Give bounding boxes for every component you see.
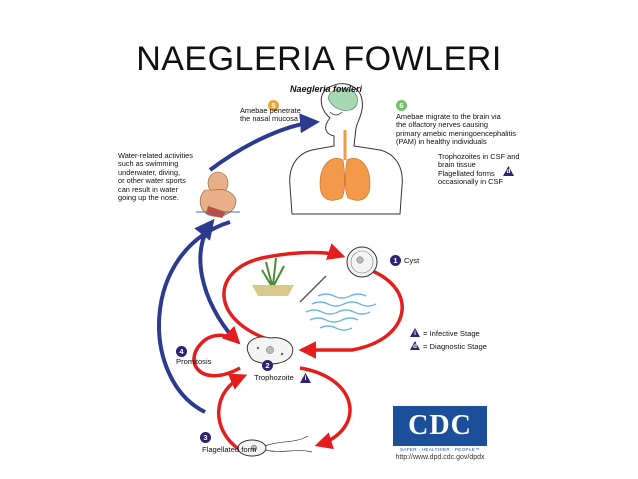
diagnostic-triangle-letter: d	[413, 343, 417, 350]
brain-icon	[327, 88, 358, 111]
label-step-5: Amebae penetrate the nasal mucosa	[240, 106, 301, 124]
diagnostic-stage-icon	[410, 166, 514, 350]
label-csf: Trophozoites in CSF and brain tissue Fla…	[438, 152, 520, 187]
loop-cyst-right	[298, 268, 404, 359]
label-step-6: Amebae migrate to the brain via the olfa…	[396, 112, 516, 147]
step-2-badge: 2	[262, 360, 273, 371]
label-trophozoite: Trophozoite	[254, 373, 294, 382]
arrow-trophozoite-to-water	[194, 218, 237, 342]
slide-title: NAEGLERIA FOWLERI	[136, 40, 502, 78]
label-diagnostic-stage: = Diagnostic Stage	[423, 342, 487, 351]
loop-flagellated-lower	[216, 373, 248, 452]
loop-cyst-upper	[222, 243, 346, 342]
label-promitosis: Promitosis	[176, 357, 212, 366]
loop-flagellated-upper	[299, 366, 352, 450]
cdc-url: http://www.dpd.cdc.gov/dpdx	[395, 454, 485, 461]
diver-figure-icon	[196, 171, 240, 218]
loop-promitosis	[192, 325, 241, 378]
human-figure-icon	[289, 83, 403, 215]
cdc-tagline: SAFER · HEALTHIER · PEOPLE™	[400, 447, 480, 452]
plant-icon	[252, 257, 294, 296]
step-1-badge: 1	[390, 255, 401, 266]
label-infective-stage: = Infective Stage	[423, 329, 480, 338]
infective-triangle-letter: i	[414, 330, 416, 337]
water-waves-icon	[305, 293, 377, 331]
diagram-heading: Naegleria fowleri	[290, 84, 363, 94]
step-5-badge: 5	[268, 100, 279, 111]
trophozoite-icon	[246, 336, 294, 365]
label-water-activities: Water-related activities such as swimmin…	[118, 151, 193, 203]
infective-stage-icon	[300, 328, 420, 383]
lungs-icon	[319, 158, 346, 201]
cdc-logo: CDC	[393, 406, 487, 446]
csf-triangle-letter: d	[506, 168, 511, 175]
label-flagellated-form: Flagellated form	[202, 445, 257, 454]
trophozoite-triangle-letter: i	[304, 375, 307, 382]
flagellated-form-icon	[237, 435, 313, 457]
step-3-badge: 3	[200, 432, 211, 443]
cyst-icon	[346, 246, 378, 278]
step-4-badge: 4	[176, 346, 187, 357]
label-cyst: Cyst	[404, 256, 420, 265]
step-6-badge: 6	[396, 100, 407, 111]
arrow-to-human	[208, 113, 320, 172]
